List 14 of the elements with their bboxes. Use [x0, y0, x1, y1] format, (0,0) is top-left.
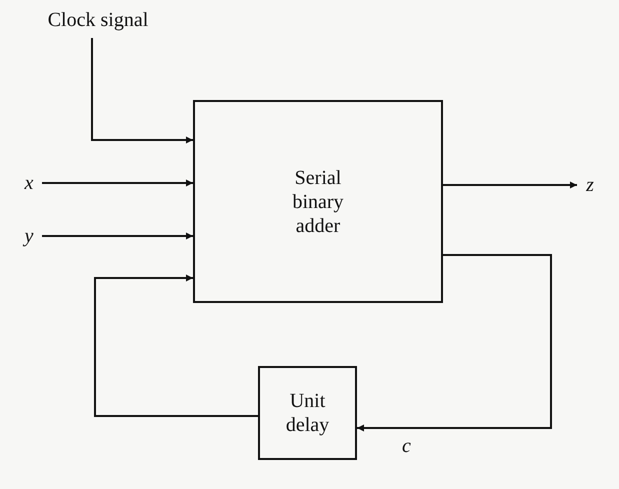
arrow	[357, 254, 552, 432]
box-label: Unit delay	[284, 389, 330, 437]
signal-label: z	[580, 172, 600, 198]
signal-label: y	[18, 223, 40, 249]
arrow	[443, 182, 577, 188]
box-label: Serial binary adder	[291, 166, 345, 238]
arrow	[94, 274, 258, 417]
signal-label: Clock signal	[38, 6, 158, 34]
arrow	[42, 180, 193, 186]
signal-label: x	[18, 170, 40, 196]
arrow	[42, 232, 193, 240]
arrow	[91, 38, 193, 144]
process-box	[258, 366, 357, 460]
process-box	[193, 100, 443, 303]
